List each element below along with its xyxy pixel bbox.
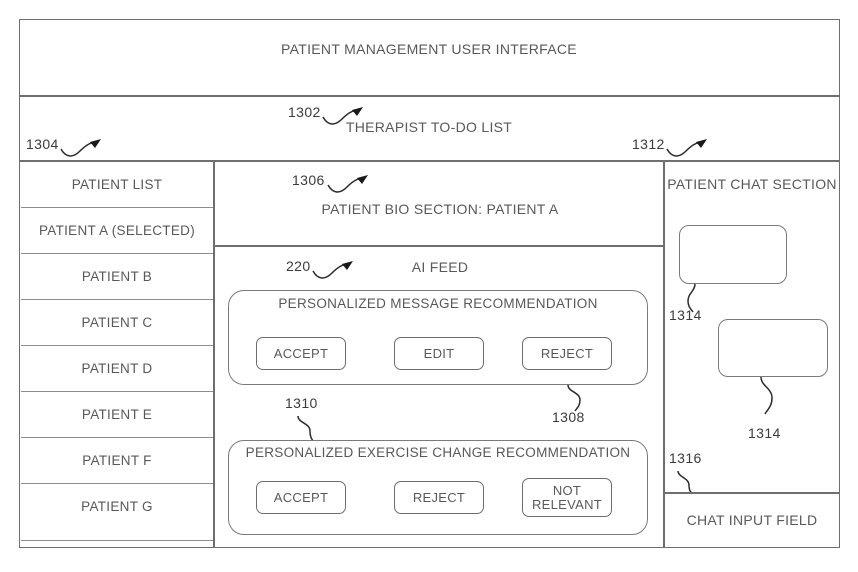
patient-list-header-divider <box>21 207 213 209</box>
row-divider <box>21 253 213 255</box>
ai-feed-title: AI FEED <box>411 259 469 275</box>
patient-list-item-c[interactable]: PATIENT C <box>81 314 153 330</box>
message-recommendation-title: PERSONALIZED MESSAGE RECOMMENDATION <box>278 296 598 311</box>
row-divider <box>21 299 213 301</box>
message-accept-button[interactable]: ACCEPT <box>256 337 346 370</box>
leader-line-1302 <box>322 107 363 125</box>
right-column-divider <box>663 160 665 548</box>
row-divider <box>21 345 213 347</box>
todo-list-title: THERAPIST TO-DO LIST <box>345 119 513 135</box>
leader-line-1314-first <box>687 283 696 313</box>
ref-numeral-220: 220 <box>286 258 311 274</box>
row-divider <box>21 391 213 393</box>
leader-line-1304 <box>60 139 101 157</box>
ref-numeral-1302: 1302 <box>288 104 321 120</box>
bio-section-title: PATIENT BIO SECTION: PATIENT A <box>321 201 559 217</box>
row-divider <box>21 483 213 485</box>
left-column-divider <box>213 160 215 548</box>
subheader-divider <box>19 160 840 162</box>
patient-list-bottom-divider <box>21 540 213 542</box>
ref-numeral-1310: 1310 <box>285 395 318 411</box>
exercise-not-relevant-button[interactable]: NOT RELEVANT <box>522 478 612 517</box>
message-reject-button[interactable]: REJECT <box>522 337 612 370</box>
leader-line-1312 <box>666 139 707 157</box>
patient-list-item-f[interactable]: PATIENT F <box>82 452 152 468</box>
leader-line-1316 <box>677 470 693 495</box>
chat-input-label[interactable]: CHAT INPUT FIELD <box>686 512 818 528</box>
ref-numeral-1314-first: 1314 <box>669 307 702 323</box>
chat-input-divider <box>663 492 840 494</box>
exercise-recommendation-title: PERSONALIZED EXERCISE CHANGE RECOMMENDAT… <box>245 445 631 460</box>
leader-line-1310 <box>297 415 314 442</box>
message-edit-button[interactable]: EDIT <box>394 337 484 370</box>
patient-list-item-e[interactable]: PATIENT E <box>81 406 153 422</box>
page-title: PATIENT MANAGEMENT USER INTERFACE <box>281 41 577 57</box>
chat-section-title: PATIENT CHAT SECTION <box>667 176 837 192</box>
leader-line-220 <box>312 261 353 279</box>
ref-numeral-1312: 1312 <box>632 136 665 152</box>
leader-line-1308 <box>567 384 581 412</box>
patient-list-item-g[interactable]: PATIENT G <box>81 498 153 514</box>
ref-numeral-1314-second: 1314 <box>748 425 781 441</box>
chat-message-bubble-outgoing[interactable] <box>718 319 828 377</box>
ref-numeral-1316: 1316 <box>669 450 702 466</box>
bio-feed-divider <box>213 245 664 247</box>
exercise-accept-button[interactable]: ACCEPT <box>256 481 346 514</box>
patient-list-item-d[interactable]: PATIENT D <box>81 360 153 376</box>
ref-numeral-1304: 1304 <box>26 136 59 152</box>
patient-list-header: PATIENT LIST <box>71 176 163 192</box>
patient-list-item-a[interactable]: PATIENT A (SELECTED) <box>38 222 196 238</box>
ref-numeral-1308: 1308 <box>552 409 585 425</box>
header-divider <box>19 95 840 97</box>
exercise-reject-button[interactable]: REJECT <box>394 481 484 514</box>
chat-message-bubble-incoming[interactable] <box>679 225 787 284</box>
leader-line-1314-second <box>760 376 773 415</box>
patient-list-item-b[interactable]: PATIENT B <box>81 268 153 284</box>
ref-numeral-1306: 1306 <box>292 172 325 188</box>
leader-line-1306 <box>327 175 368 193</box>
row-divider <box>21 437 213 439</box>
